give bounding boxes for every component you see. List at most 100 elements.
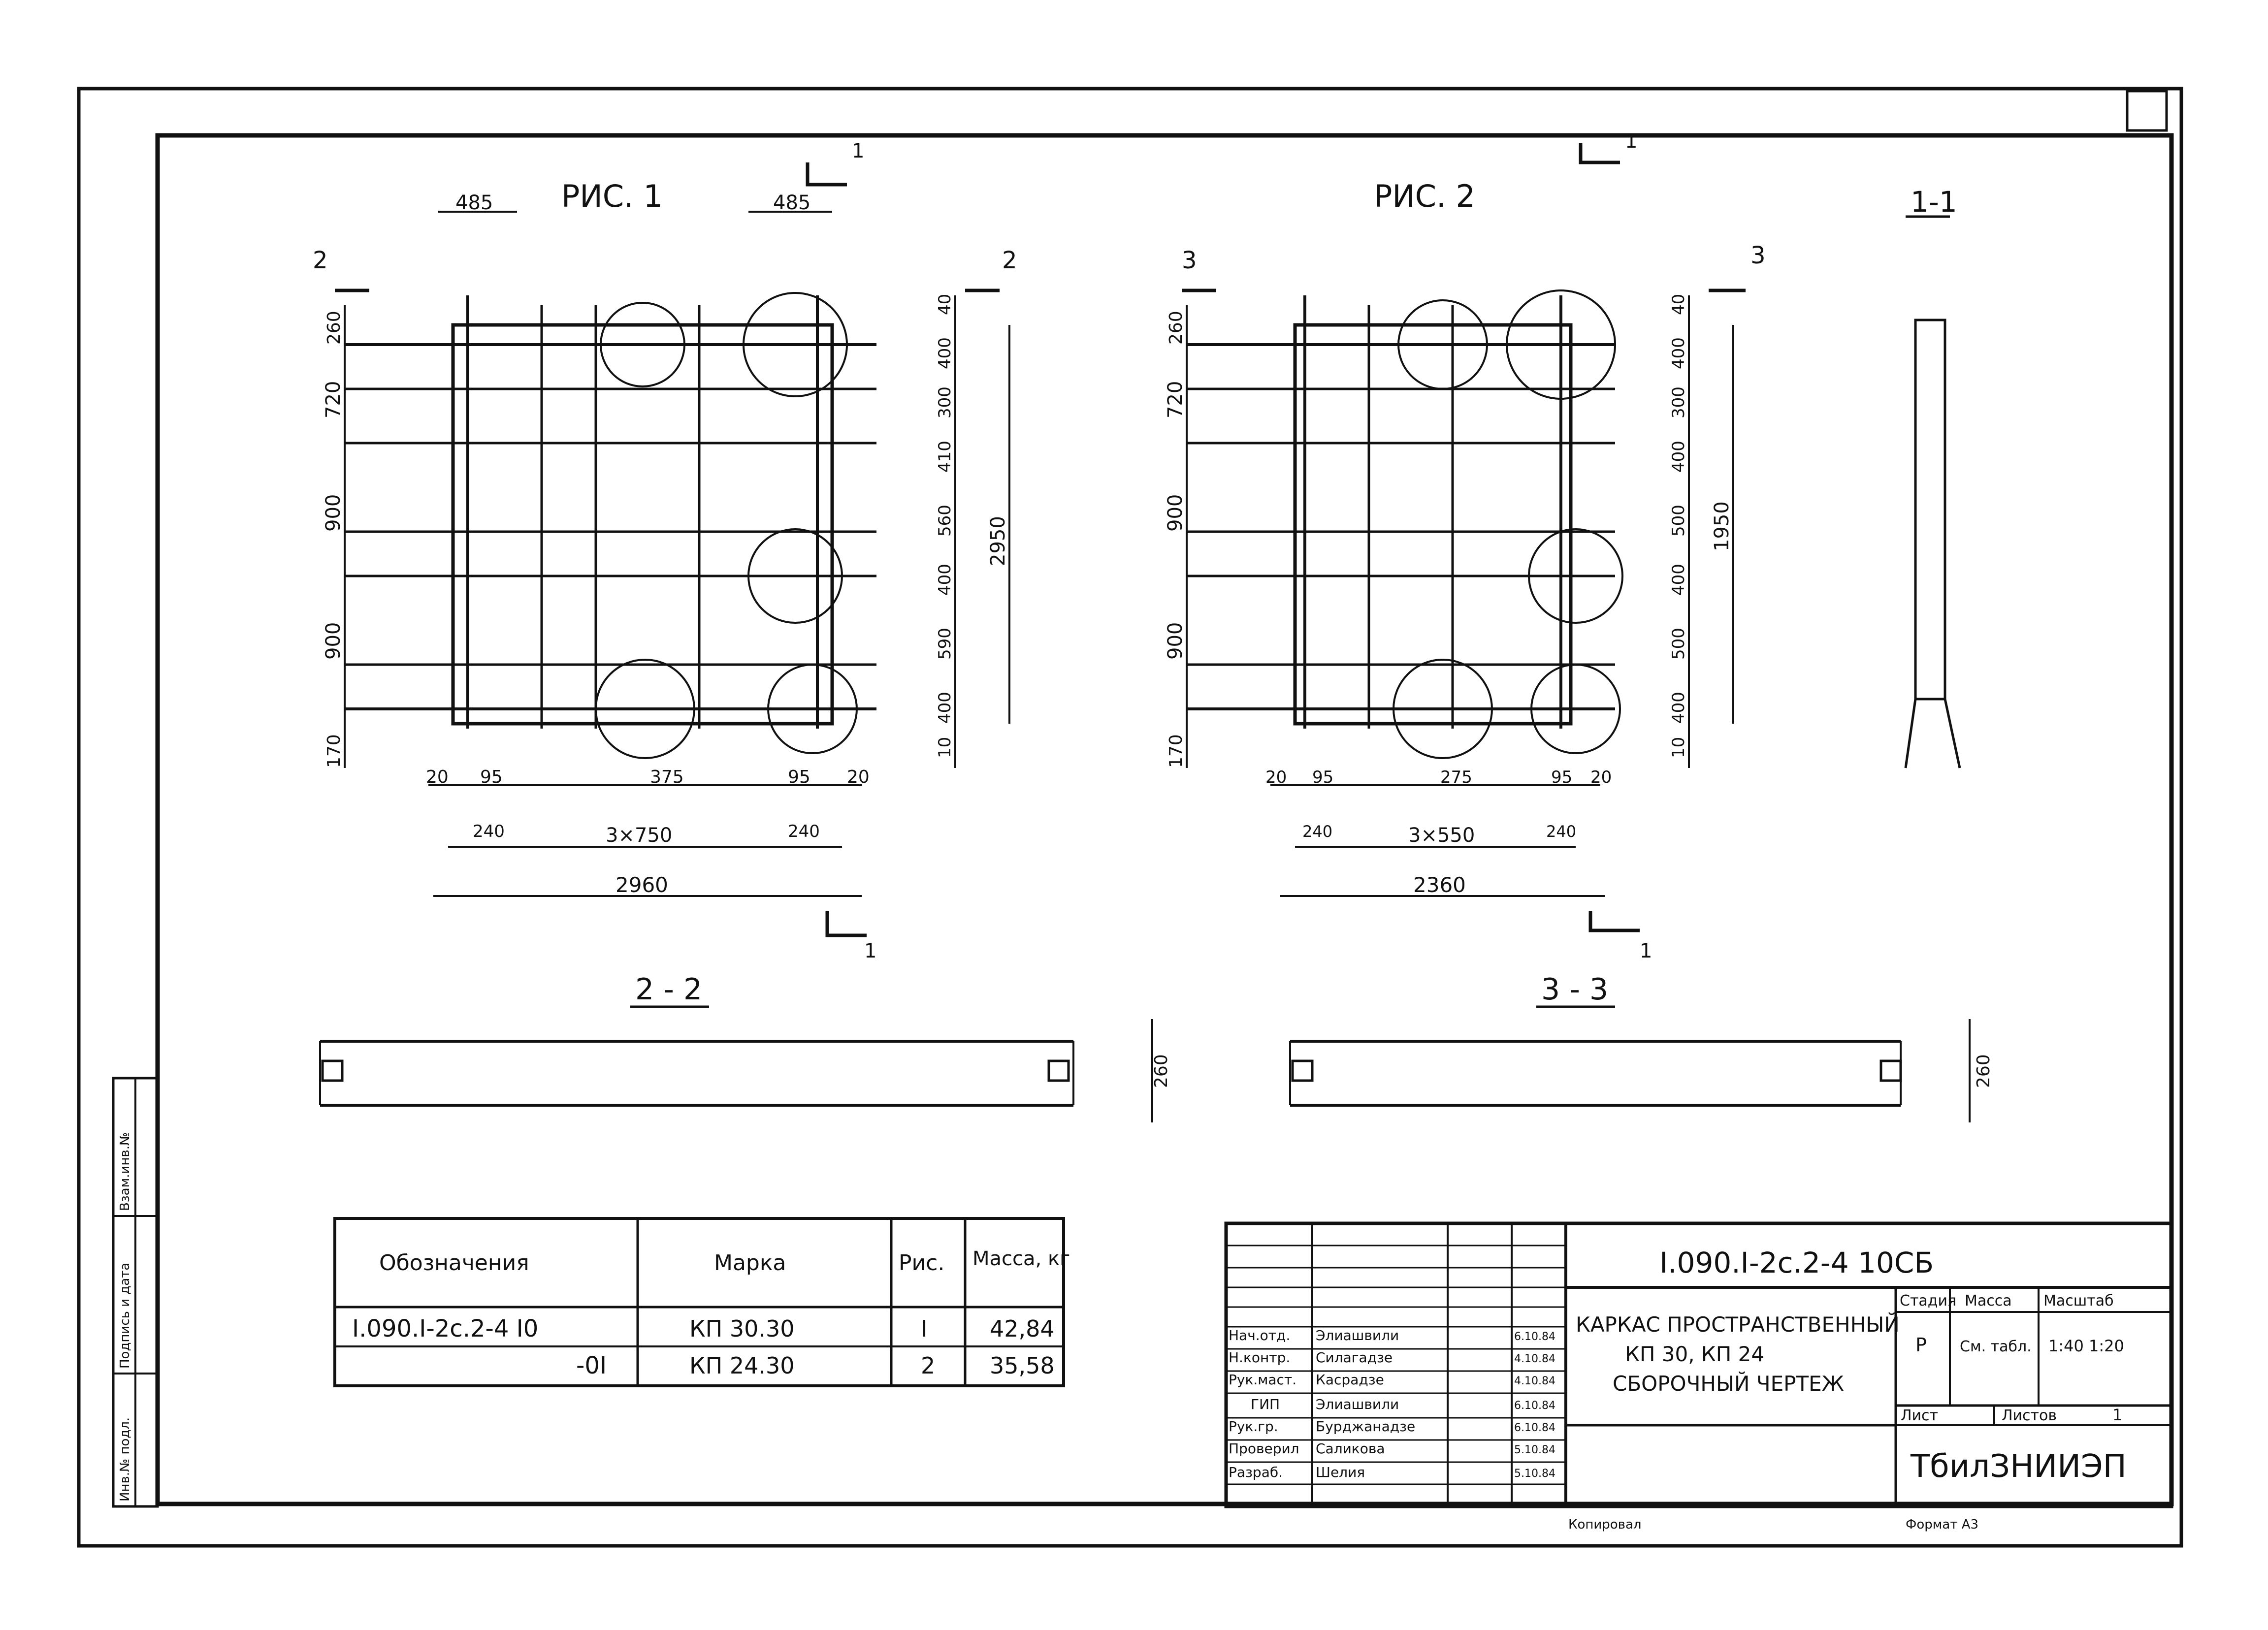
fig2-dim-total-height: 1950 [1711, 501, 1733, 551]
scale-header: Масштаб [2043, 1292, 2114, 1310]
fig1-dim-left-720: 720 [322, 381, 345, 418]
side-stamp: Инв.№ подл. Подпись и дата Взам.инв.№ [112, 1077, 159, 1508]
format-label: Формат А3 [1906, 1517, 1978, 1532]
role-0: Нач.отд. [1229, 1327, 1290, 1343]
name-5: Саликова [1316, 1440, 1385, 1457]
sheet-label: Лист [1901, 1407, 1938, 1424]
name-1: Силагадзе [1316, 1349, 1393, 1366]
fig1-dim-right-560: 560 [935, 505, 955, 537]
fig1-dim-left-260: 260 [324, 311, 344, 345]
fig2-dim-total-width: 2360 [1413, 873, 1466, 897]
mass-header: Масса [1965, 1292, 2012, 1310]
mass-value: См. табл. [1960, 1338, 2032, 1355]
scale-value: 1:40 1:20 [2048, 1337, 2124, 1355]
role-1: Н.контр. [1229, 1349, 1290, 1366]
stamp-inv: Инв.№ подл. [118, 1417, 132, 1502]
date-0: 6.10.84 [1514, 1331, 1555, 1343]
fig2-dim-right-400d: 400 [1669, 692, 1688, 724]
corner-mark [2126, 90, 2168, 132]
role-5: Проверил [1229, 1440, 1299, 1457]
fig1-dim-right-10: 10 [935, 737, 955, 758]
spec-row2-designation: -0I [576, 1352, 607, 1379]
title-name-line-2: КП 30, КП 24 [1625, 1342, 1764, 1366]
spec-row2-mass: 35,58 [990, 1352, 1055, 1379]
fig1-cut-1-bottom: 1 [864, 940, 876, 962]
fig2-bottom-95a: 95 [1312, 767, 1333, 787]
spec-row1-mass: 42,84 [990, 1315, 1055, 1342]
spec-row2-fig: 2 [921, 1352, 935, 1379]
name-6: Шелия [1316, 1464, 1365, 1480]
fig2-dim-right-400c: 400 [1669, 564, 1688, 596]
sheets-value: 1 [2112, 1406, 2122, 1424]
outer-frame [77, 87, 2183, 1548]
fig2-cut-1-top: 1 [1625, 130, 1637, 153]
fig1-bottom-20a: 20 [426, 767, 449, 787]
title-block: I.090.I-2с.2-4 10СБ Нач.отд. Н.контр. Ру… [1224, 1221, 2173, 1532]
fig2-bottom-95b: 95 [1551, 767, 1572, 787]
section-2-2-height: 260 [1151, 1054, 1171, 1088]
date-5: 5.10.84 [1514, 1444, 1555, 1456]
inner-frame [155, 133, 2174, 1506]
fig1-dim-total-width: 2960 [616, 873, 668, 897]
name-3: Элиашвили [1316, 1396, 1399, 1412]
fig1-drawing: РИС. 1 485 485 260 720 900 900 170 [313, 140, 1017, 962]
fig2-dim-left-720: 720 [1164, 381, 1187, 418]
fig2-title: РИС. 2 [1374, 178, 1475, 214]
date-2: 4.10.84 [1514, 1375, 1555, 1387]
fig1-dim-left-900b: 900 [322, 622, 345, 660]
fig2-dim-right-10: 10 [1669, 737, 1688, 758]
fig1-dim-485-left: 485 [455, 192, 493, 214]
fig1-dim-240-right: 240 [788, 822, 820, 841]
title-name-line-3: СБОРОЧНЫЙ ЧЕРТЕЖ [1613, 1371, 1844, 1396]
fig1-dim-total-height: 2950 [987, 516, 1009, 566]
section-2-2: 2 - 2 260 [319, 972, 1171, 1122]
fig1-dim-right-590: 590 [935, 628, 955, 660]
fig1-cut-2-left: 2 [313, 247, 328, 274]
fig1-cut-2-right: 2 [1002, 247, 1017, 274]
fig2-dim-left-260: 260 [1166, 311, 1186, 345]
fig1-dim-left-170: 170 [324, 734, 344, 768]
section-2-2-title: 2 - 2 [635, 972, 702, 1007]
fig2-dim-240-left: 240 [1302, 822, 1332, 841]
title-code: I.090.I-2с.2-4 10СБ [1659, 1246, 1934, 1279]
fig2-dim-span: 3×550 [1408, 824, 1475, 847]
fig2-dim-right-400b: 400 [1669, 441, 1688, 473]
fig1-dim-240-left: 240 [473, 822, 505, 841]
fig1-dim-right-410: 410 [935, 441, 955, 473]
fig1-dim-left-900a: 900 [322, 494, 345, 532]
fig2-bottom-20b: 20 [1590, 767, 1612, 787]
role-2: Рук.маст. [1229, 1372, 1296, 1388]
date-6: 5.10.84 [1514, 1468, 1555, 1480]
fig2-cut-3-left: 3 [1182, 247, 1197, 274]
fig2-cut-1-bottom: 1 [1640, 940, 1652, 962]
date-3: 6.10.84 [1514, 1400, 1555, 1412]
name-0: Элиашвили [1316, 1327, 1399, 1343]
date-1: 4.10.84 [1514, 1353, 1555, 1365]
stage-value: Р [1915, 1334, 1927, 1356]
role-6: Разраб. [1229, 1464, 1283, 1480]
stage-header: Стадия [1900, 1292, 1956, 1310]
role-3: ГИП [1251, 1396, 1280, 1412]
fig1-title: РИС. 1 [561, 178, 663, 214]
fig1-dim-right-400b: 400 [935, 564, 955, 596]
fig2-bottom-20a: 20 [1265, 767, 1287, 787]
name-2: Касрадзе [1316, 1372, 1384, 1388]
name-4: Бурджанадзе [1316, 1418, 1415, 1435]
fig1-bottom-20b: 20 [847, 767, 870, 787]
fig2-dim-left-170: 170 [1166, 734, 1186, 768]
fig2-dim-right-400a: 400 [1669, 337, 1688, 369]
fig2-dim-right-40: 40 [1669, 294, 1688, 315]
fig2-dim-right-500a: 500 [1669, 505, 1688, 537]
fig2-cut-3-right: 3 [1750, 242, 1766, 269]
spec-table: Обозначения Марка Рис. Масса, кг I.090.I… [333, 1217, 1070, 1387]
fig1-bottom-95b: 95 [788, 767, 810, 787]
section-3-3-title: 3 - 3 [1541, 972, 1608, 1007]
copied-label: Копировал [1568, 1517, 1642, 1532]
spec-header-fig: Рис. [899, 1250, 944, 1276]
fig1-dim-span: 3×750 [606, 824, 672, 847]
fig2-dim-left-900b: 900 [1164, 622, 1187, 660]
fig1-dim-right-400a: 400 [935, 337, 955, 369]
stamp-sign: Подпись и дата [118, 1263, 132, 1369]
section-3-3: 3 - 3 260 [1289, 972, 1994, 1122]
